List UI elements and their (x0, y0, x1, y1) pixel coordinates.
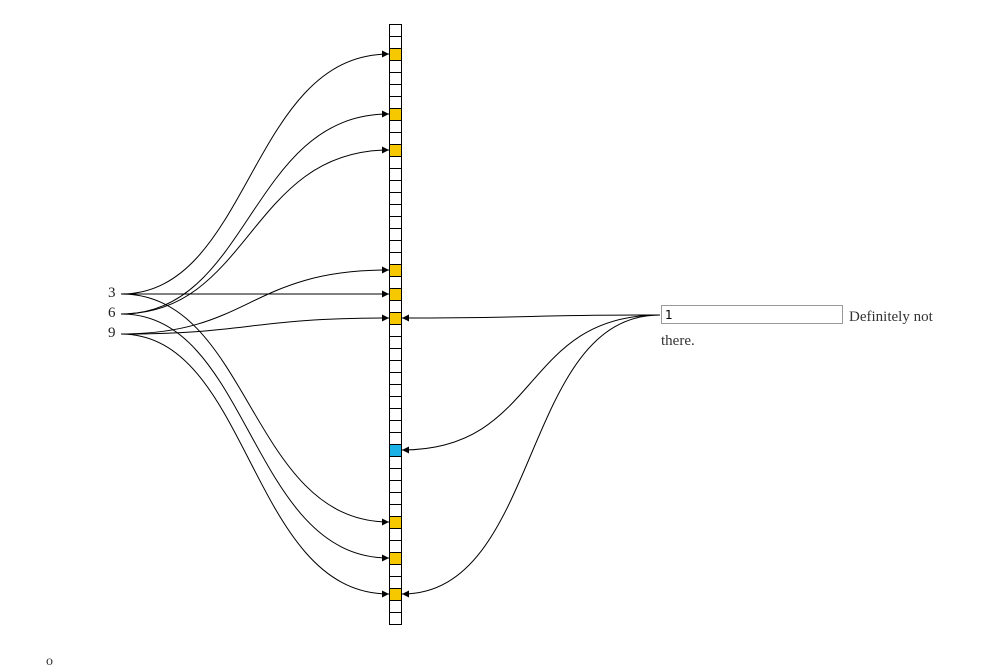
bit-cell-45 (389, 564, 402, 577)
key-label-9: 9 (108, 325, 116, 341)
bit-cell-5 (389, 84, 402, 97)
key-label-6: 6 (108, 305, 116, 321)
arrow-key-6-bit-44 (120, 313, 390, 562)
bit-cell-7 (389, 108, 402, 121)
bit-cell-10 (389, 144, 402, 157)
bit-cell-47 (389, 588, 402, 601)
bit-cell-11 (389, 156, 402, 169)
arrow-key-9-bit-47 (120, 333, 390, 598)
arrow-key-9-bit-24 (120, 314, 390, 335)
bit-array (389, 24, 402, 625)
bit-cell-15 (389, 204, 402, 217)
bit-cell-36 (389, 456, 402, 469)
bit-cell-42 (389, 528, 402, 541)
bit-cell-31 (389, 396, 402, 409)
bit-cell-17 (389, 228, 402, 241)
arrow-query-bit-47 (401, 314, 661, 598)
bit-cell-3 (389, 60, 402, 73)
bit-cell-46 (389, 576, 402, 589)
bit-cell-24 (389, 312, 402, 325)
bit-cell-32 (389, 408, 402, 421)
bit-cell-34 (389, 432, 402, 445)
bit-cell-27 (389, 348, 402, 361)
bit-cell-16 (389, 216, 402, 229)
bit-cell-48 (389, 600, 402, 613)
bit-cell-21 (389, 276, 402, 289)
bit-cell-49 (389, 612, 402, 625)
stray-mark: o (46, 654, 53, 669)
bit-cell-35 (389, 444, 402, 457)
bit-cell-43 (389, 540, 402, 553)
bit-cell-41 (389, 516, 402, 529)
arrow-key-3-bit-2 (120, 50, 390, 295)
bit-cell-39 (389, 492, 402, 505)
bit-cell-28 (389, 360, 402, 373)
bit-cell-14 (389, 192, 402, 205)
hash-arrows (120, 50, 661, 598)
bit-cell-1 (389, 36, 402, 49)
bit-cell-8 (389, 120, 402, 133)
bit-cell-9 (389, 132, 402, 145)
bit-cell-0 (389, 24, 402, 37)
arrow-key-3-bit-41 (120, 293, 390, 526)
arrow-query-bit-35 (401, 314, 661, 454)
bit-cell-37 (389, 468, 402, 481)
bit-cell-40 (389, 504, 402, 517)
query-result-text: Definitely not there. (661, 309, 933, 349)
bit-cell-12 (389, 168, 402, 181)
bit-cell-13 (389, 180, 402, 193)
bit-cell-33 (389, 420, 402, 433)
bit-cell-6 (389, 96, 402, 109)
bit-cell-18 (389, 240, 402, 253)
arrow-key-6-bit-10 (120, 146, 390, 315)
arrow-key-9-bit-20 (120, 266, 390, 335)
arrow-query-bit-24 (401, 314, 661, 322)
bit-cell-4 (389, 72, 402, 85)
bit-cell-22 (389, 288, 402, 301)
bit-cell-19 (389, 252, 402, 265)
bit-cell-38 (389, 480, 402, 493)
bit-cell-29 (389, 372, 402, 385)
key-label-3: 3 (108, 285, 116, 301)
bit-cell-20 (389, 264, 402, 277)
query-input[interactable] (661, 305, 843, 324)
bit-cell-44 (389, 552, 402, 565)
arrow-key-6-bit-7 (120, 110, 390, 315)
bit-cell-23 (389, 300, 402, 313)
bit-cell-2 (389, 48, 402, 61)
bit-cell-30 (389, 384, 402, 397)
bit-cell-26 (389, 336, 402, 349)
bit-cell-25 (389, 324, 402, 337)
